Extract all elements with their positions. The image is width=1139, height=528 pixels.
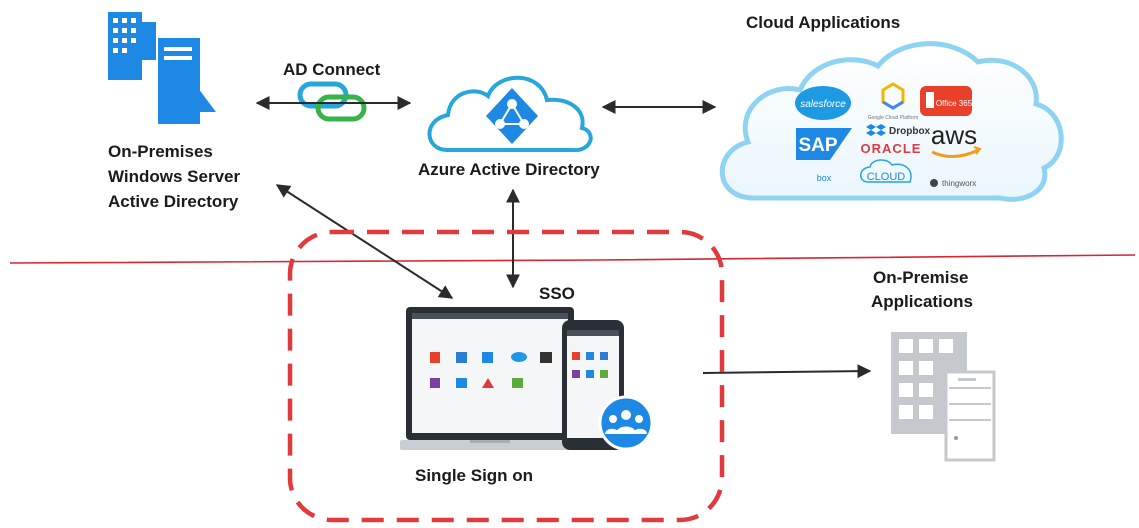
office365-text: Office 365 <box>936 99 973 108</box>
thingworx-text: thingworx <box>942 179 976 188</box>
cloud-apps-cloud <box>719 41 1064 202</box>
dropbox-text: Dropbox <box>889 126 931 137</box>
google-cloud-logo: Google Cloud Platform <box>868 82 919 121</box>
arrow-sso-to-onprem-apps <box>702 364 872 379</box>
sap-text: SAP <box>798 135 837 156</box>
on-premises-label-line1: On-Premises <box>108 142 213 161</box>
salesforce-text: salesforce <box>800 99 846 110</box>
server-icon <box>158 38 216 124</box>
users-icon <box>598 395 654 451</box>
single-sign-on-label: Single Sign on <box>415 466 534 485</box>
salesforce-logo: salesforce <box>795 86 851 120</box>
azure-ad-cloud-icon <box>427 75 593 153</box>
laptop-icon <box>400 307 580 450</box>
ad-connect-label: AD Connect <box>283 60 381 79</box>
sso-label: SSO <box>539 284 575 303</box>
cloud-text: CLOUD <box>867 171 906 183</box>
building-icon <box>108 12 156 80</box>
oracle-text: ORACLE <box>861 141 922 156</box>
box-logo: box <box>817 173 832 183</box>
dropbox-logo: Dropbox <box>866 124 931 137</box>
on-premises-label-line2: Windows Server <box>108 167 241 186</box>
on-prem-server-icon <box>891 332 996 462</box>
azure-ad-label: Azure Active Directory <box>418 160 600 179</box>
link-icon <box>297 81 367 122</box>
on-premise-apps-label-line2: Applications <box>871 292 974 311</box>
on-premises-label-line3: Active Directory <box>108 192 239 211</box>
arrow-onprem-to-sso <box>275 184 454 299</box>
box-text: box <box>817 173 832 183</box>
thingworx-logo: thingworx <box>930 179 976 188</box>
cloud-applications-label: Cloud Applications <box>746 13 901 32</box>
aws-text: aws <box>931 120 977 150</box>
app-tiles <box>430 352 552 388</box>
sap-logo: SAP <box>796 128 852 160</box>
network-boundary-line <box>9 254 1136 264</box>
on-premise-apps-label-line1: On-Premise <box>873 268 969 287</box>
sso-dashed-boundary <box>287 229 725 523</box>
aws-logo: aws <box>931 120 982 158</box>
oracle-logo: ORACLE <box>861 141 922 156</box>
office365-logo: Office 365 <box>920 86 973 116</box>
cloud-logo: CLOUD <box>860 159 912 183</box>
google-cloud-text: Google Cloud Platform <box>868 115 919 121</box>
